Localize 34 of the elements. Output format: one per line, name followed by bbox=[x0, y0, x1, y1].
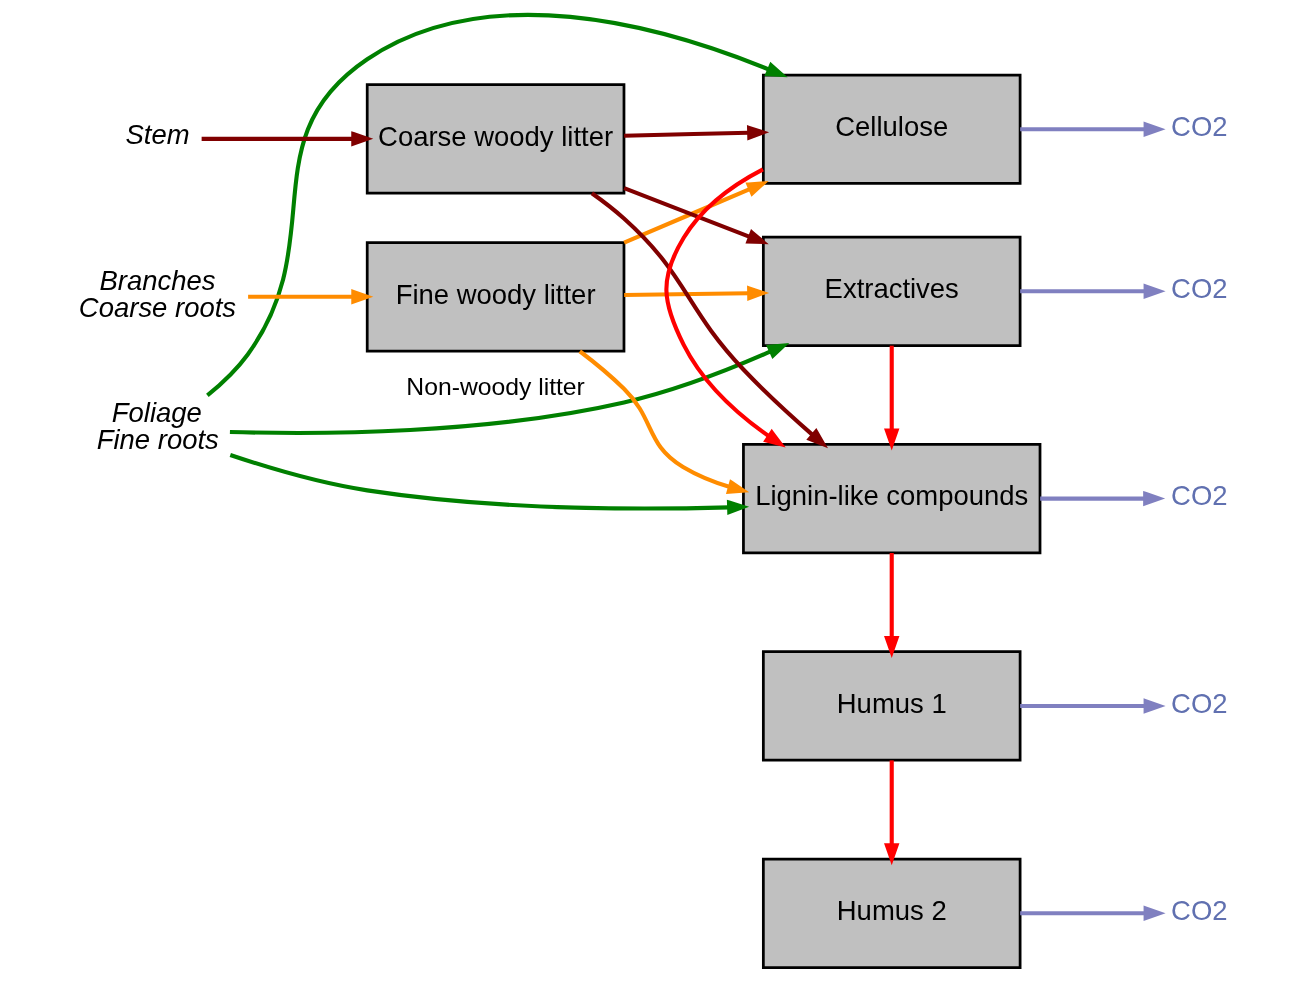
arrow bbox=[590, 191, 828, 448]
arrow bbox=[1020, 283, 1166, 299]
node-text: Branches Coarse roots bbox=[78, 264, 237, 323]
node-text: Foliage Fine roots bbox=[96, 396, 219, 455]
arrow bbox=[1040, 490, 1166, 506]
arrow bbox=[884, 345, 900, 451]
arrow bbox=[578, 349, 750, 494]
node-text: CO2 bbox=[1171, 479, 1228, 511]
edge-label: Non-woody litter bbox=[406, 372, 585, 400]
node-box: Humus 2 bbox=[761, 857, 1022, 969]
arrow bbox=[1020, 905, 1166, 921]
node-box: Fine woody litter bbox=[365, 240, 626, 352]
node-box: Cellulose bbox=[761, 73, 1022, 185]
node-text: Stem bbox=[125, 118, 190, 150]
arrow bbox=[624, 285, 770, 301]
arrow bbox=[248, 288, 374, 304]
arrow bbox=[229, 342, 790, 435]
arrow bbox=[201, 130, 374, 147]
arrow bbox=[1020, 697, 1166, 714]
node-box: Lignin-like compounds bbox=[742, 442, 1042, 554]
node-text: CO2 bbox=[1171, 687, 1228, 719]
node-text: CO2 bbox=[1171, 272, 1228, 304]
arrow bbox=[229, 452, 750, 515]
arrow bbox=[664, 167, 786, 448]
node-box: Humus 1 bbox=[761, 649, 1022, 762]
node-box: Coarse woody litter bbox=[365, 82, 626, 194]
arrow bbox=[624, 124, 770, 140]
node-text: CO2 bbox=[1171, 110, 1228, 142]
arrow bbox=[206, 12, 788, 397]
arrow bbox=[884, 552, 900, 658]
node-text: CO2 bbox=[1171, 894, 1228, 926]
arrow bbox=[1020, 121, 1166, 137]
node-box: Extractives bbox=[761, 235, 1022, 347]
arrow bbox=[884, 759, 900, 865]
